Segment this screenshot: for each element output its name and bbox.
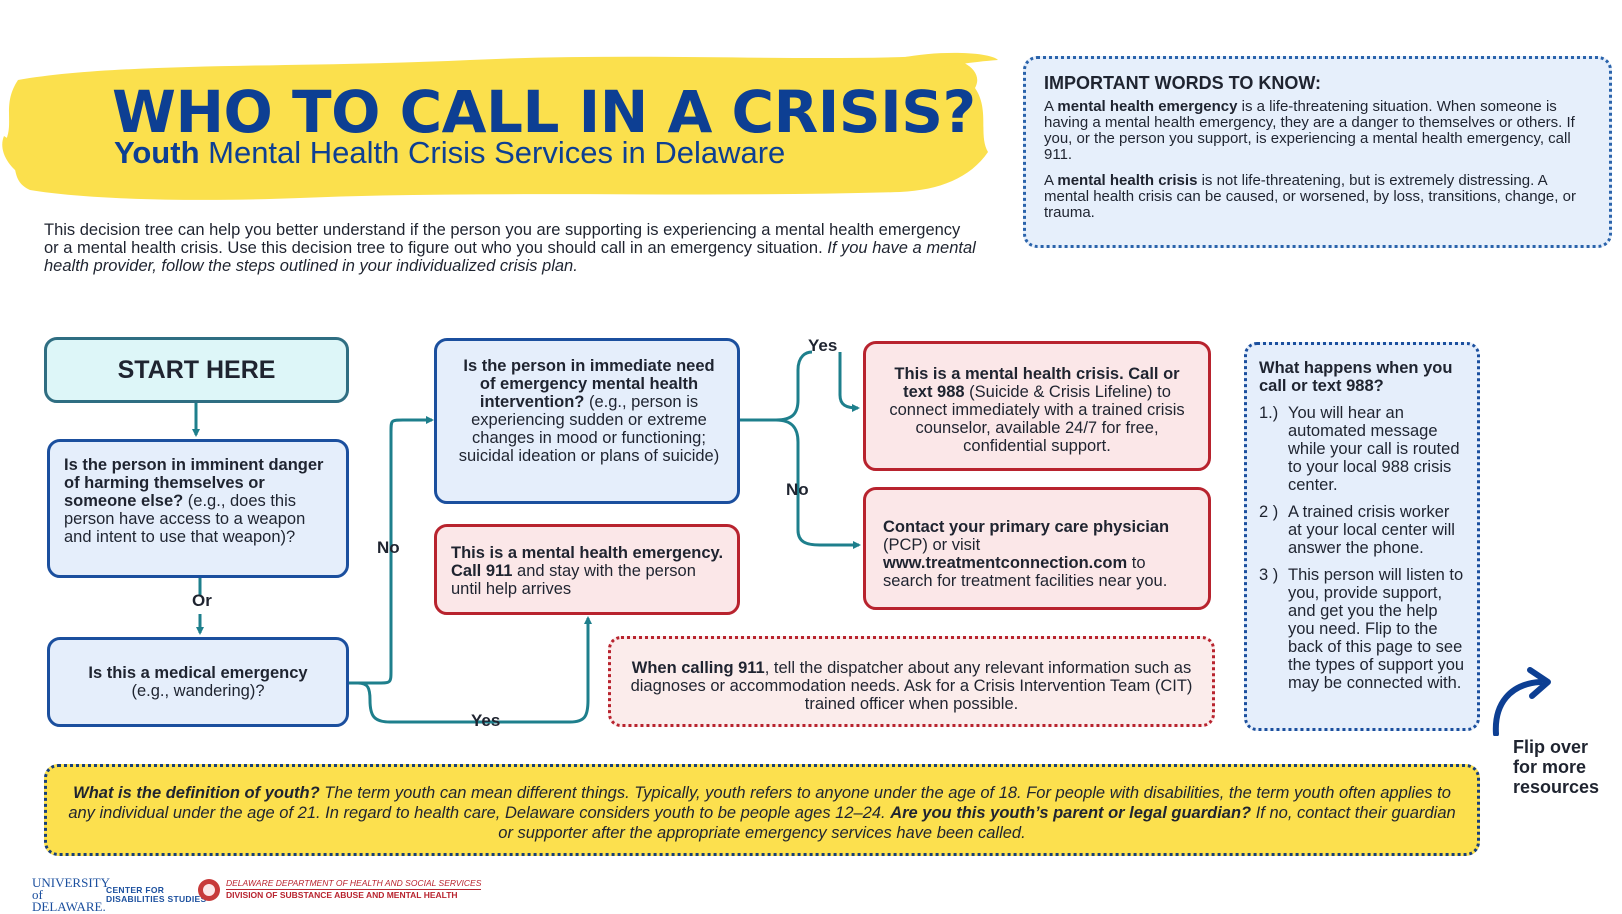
connector-q3-no — [775, 418, 861, 549]
definition-crisis: A mental health crisis is not life-threa… — [1044, 172, 1576, 221]
what-happens-988-panel: What happens when you call or text 988? … — [1244, 342, 1480, 731]
important-words-heading: IMPORTANT WORDS TO KNOW: — [1044, 73, 1321, 93]
outcome-contact-pcp: Contact your primary care physician (PCP… — [863, 487, 1211, 610]
state-seal-icon — [198, 878, 220, 901]
important-words-panel: IMPORTANT WORDS TO KNOW: A mental health… — [1023, 56, 1612, 248]
calling-911-tip: When calling 911, tell the dispatcher ab… — [608, 636, 1215, 727]
title-brush-highlight — [2, 52, 998, 200]
connector-q2-no — [349, 416, 434, 685]
treatment-connection-link[interactable]: www.treatmentconnection.com — [883, 554, 1128, 572]
question-medical-emergency: Is this a medical emergency(e.g., wander… — [47, 637, 349, 727]
connector-yes-to-crisis — [838, 352, 860, 412]
start-here-box: START HERE — [44, 337, 349, 403]
step-item: 2 )A trained crisis worker at your local… — [1259, 503, 1455, 557]
connector-q3-yes — [775, 350, 813, 422]
connector-q2-yes — [357, 616, 592, 724]
question-imminent-danger: Is the person in imminent danger of harm… — [47, 439, 349, 578]
intro-paragraph: This decision tree can help you better u… — [44, 221, 976, 275]
page-title: WHO TO CALL IN A CRISIS? — [112, 78, 976, 146]
definition-emergency: A mental health emergency is a life-thre… — [1044, 98, 1575, 163]
outcome-call-988: This is a mental health crisis. Call or … — [863, 341, 1211, 471]
no-label-q3: No — [786, 480, 809, 499]
flip-arrow-icon — [1492, 667, 1551, 736]
what-happens-heading: What happens when you call or text 988? — [1259, 359, 1453, 395]
yes-label-q2: Yes — [471, 711, 501, 730]
page-subtitle: Youth Mental Health Crisis Services in D… — [114, 135, 786, 170]
yes-label-q3: Yes — [808, 336, 838, 355]
no-label-q2: No — [377, 538, 400, 557]
step-item: 3 )This person will listen to you, provi… — [1259, 566, 1465, 692]
dhss-logo: DELAWARE DEPARTMENT OF HEALTH AND SOCIAL… — [198, 878, 482, 901]
outcome-call-911: This is a mental health emergency. Call … — [434, 524, 740, 615]
or-label: Or — [192, 591, 212, 610]
youth-definition-banner: What is the definition of youth? The ter… — [44, 764, 1480, 856]
step-item: 1.)You will hear an automated message wh… — [1259, 404, 1460, 494]
question-immediate-need: Is the person in immediate need of emerg… — [434, 338, 740, 504]
